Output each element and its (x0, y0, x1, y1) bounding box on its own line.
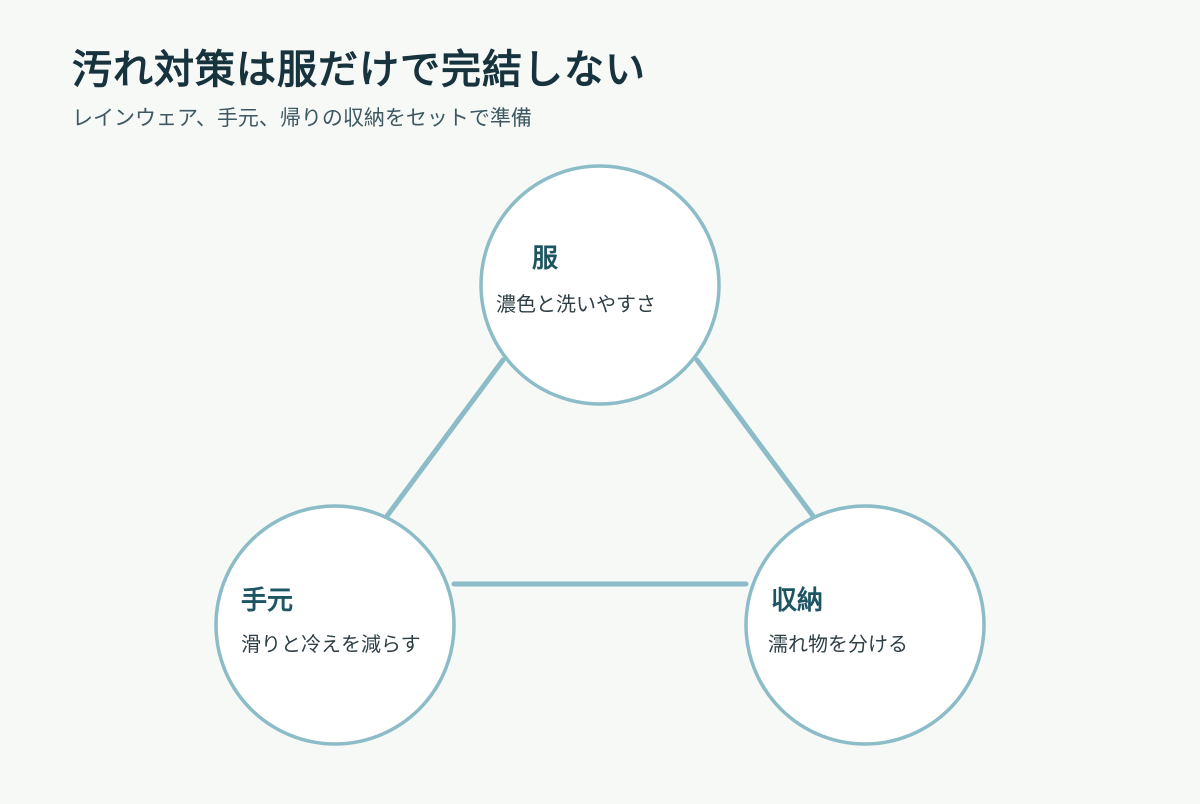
page-title: 汚れ対策は服だけで完結しない (72, 47, 646, 93)
page-subtitle: レインウェア、手元、帰りの収納をセットで準備 (72, 106, 532, 130)
node-circle-clothes (479, 164, 721, 406)
node-label-hands: 手元 (241, 586, 294, 616)
node-circle-storage (744, 504, 986, 746)
edge-clothes-storage (694, 357, 816, 519)
node-label-clothes: 服 (532, 244, 559, 274)
node-circle-hands (214, 504, 456, 746)
node-desc-storage: 濡れ物を分ける (768, 632, 908, 656)
edge-clothes-hands (384, 357, 506, 519)
node-desc-hands: 滑りと冷えを減らす (241, 632, 421, 656)
node-label-storage: 収納 (771, 586, 824, 616)
node-desc-clothes: 濃色と洗いやすさ (496, 292, 656, 316)
